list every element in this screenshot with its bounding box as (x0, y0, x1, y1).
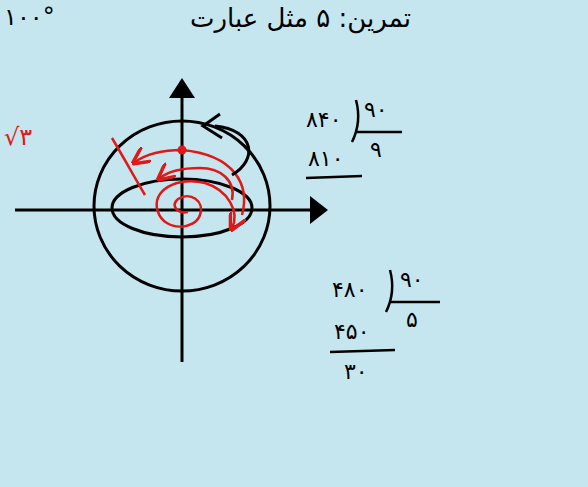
divisor: ۹۰ (400, 268, 424, 292)
red-arc (160, 168, 233, 200)
red-dot (178, 146, 187, 155)
y-axis (181, 96, 184, 362)
root-note: √۳ (4, 124, 32, 150)
red-stroke (112, 138, 145, 195)
dividend: ۴۸۰ (332, 278, 367, 302)
angle-note: ۱۰۰° (4, 4, 55, 30)
red-spiral (157, 181, 235, 228)
red-arc (135, 150, 244, 215)
division-line (356, 131, 402, 134)
outer-circle (94, 121, 270, 291)
exercise-title: تمرین: ۵ مثل عبارت (190, 4, 411, 33)
remainder: ۳۰ (344, 360, 368, 384)
quotient: ۹ (370, 138, 382, 162)
dividend: ۸۴۰ (306, 108, 341, 132)
axis-arrowhead (310, 196, 328, 224)
division-bracket (352, 100, 358, 142)
product: ۴۵۰ (334, 320, 369, 344)
product: ۸۱۰ (308, 147, 343, 171)
division-bracket (386, 270, 392, 312)
axis-arrowhead (169, 78, 195, 98)
quotient: ۵ (406, 308, 418, 332)
divisor: ۹۰ (364, 98, 388, 122)
underline (330, 350, 395, 352)
underline (306, 176, 362, 178)
x-axis (15, 209, 312, 212)
rotation-arrowhead (203, 114, 222, 138)
rotation-arrow (215, 126, 249, 175)
division-line (390, 301, 440, 304)
